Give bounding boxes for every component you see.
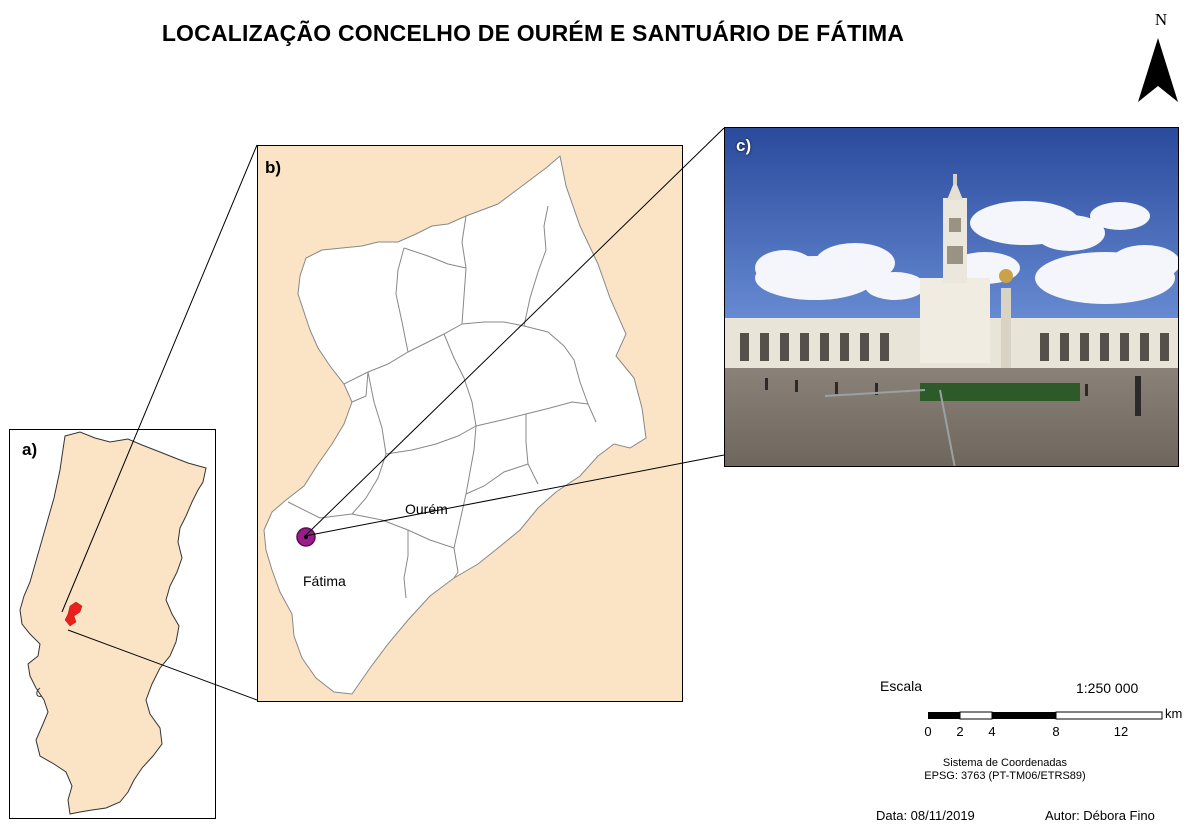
map-title: LOCALIZAÇÃO CONCELHO DE OURÉM E SANTUÁRI…: [161, 20, 905, 46]
panel-label-b: b): [265, 158, 282, 177]
scale-unit: km: [1165, 706, 1183, 721]
sanctuary-photo-image: [725, 128, 1178, 466]
scale-tick-12: 12: [1113, 724, 1129, 739]
panel-portugal-map: a): [9, 429, 216, 819]
scale-tick-0: 0: [924, 724, 932, 739]
scale-tick-2: 2: [956, 724, 964, 739]
crs-line-2: EPSG: 3763 (PT-TM06/ETRS89): [924, 770, 1086, 782]
coordinate-system-note: Sistema de Coordenadas EPSG: 3763 (PT-TM…: [920, 757, 1090, 783]
scale-ratio: 1:250 000: [1076, 680, 1139, 696]
scale-bar-icon: [928, 711, 1163, 720]
ourem-highlight-icon: [64, 601, 83, 627]
place-label-fatima: Fátima: [303, 573, 346, 589]
panel-label-a: a): [22, 440, 38, 459]
map-author: Autor: Débora Fino: [1045, 808, 1155, 823]
scale-title: Escala: [880, 678, 923, 694]
panel-sanctuary-photo: c): [724, 127, 1179, 467]
crs-line-1: Sistema de Coordenadas: [942, 757, 1068, 769]
panel-ourem-map: Ourém Fátima b): [257, 145, 683, 702]
sanctuary-marker-icon: [296, 527, 316, 547]
north-arrow-icon: [1138, 38, 1178, 102]
scale-tick-8: 8: [1052, 724, 1060, 739]
scale-tick-4: 4: [988, 724, 996, 739]
north-label: N: [1154, 10, 1168, 29]
place-label-ourem: Ourém: [405, 501, 448, 517]
panel-label-c: c): [736, 136, 752, 155]
map-date: Data: 08/11/2019: [876, 808, 975, 823]
